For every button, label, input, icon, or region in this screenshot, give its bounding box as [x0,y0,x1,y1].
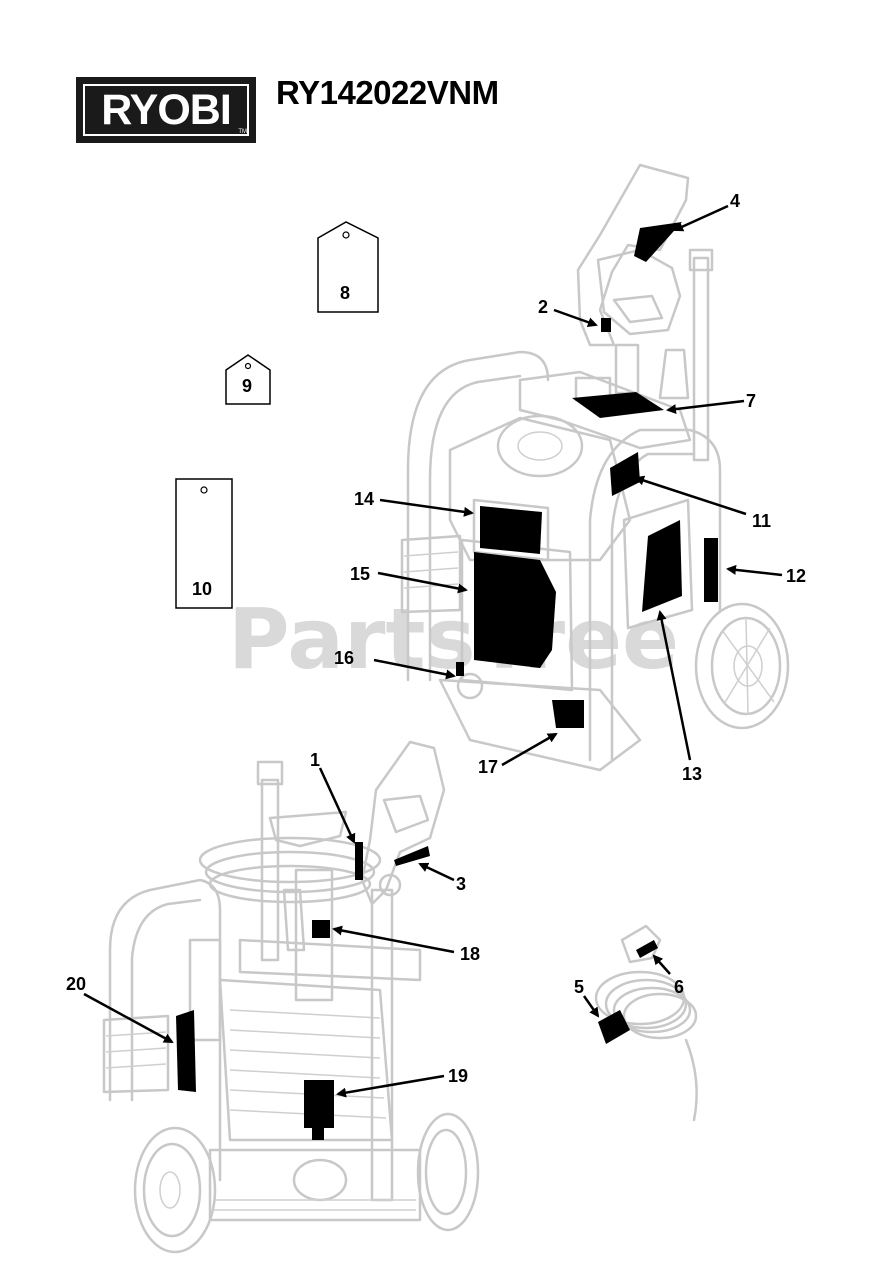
label-part-4 [634,222,682,262]
tag-8: 8 [317,221,379,313]
label-part-12 [704,538,718,602]
callout-19: 19 [448,1066,468,1086]
label-part-19 [304,1080,334,1140]
label-part-5 [598,1010,630,1044]
logo-frame: RYOBI [83,84,249,136]
arrow-3 [418,862,455,882]
arrow-7 [666,399,745,415]
callout-16: 16 [334,648,354,668]
arrow-19 [336,1074,445,1098]
pressure-washer-front-view [400,163,790,772]
callout-18: 18 [460,944,480,964]
label-part-11 [610,452,640,496]
callout-1: 1 [310,750,320,770]
arrow-17 [501,732,558,767]
tag-10: 10 [175,478,233,609]
arrow-18 [332,925,455,954]
arrow-2 [553,308,598,328]
arrow-6 [652,954,671,975]
tag-10-label: 10 [192,579,212,599]
pressure-washer-rear-view [102,740,480,1254]
logo-text: RYOBI [101,85,232,134]
power-cord-assembly [594,924,698,1122]
arrow-4 [673,204,729,232]
callout-5: 5 [574,977,584,997]
arrow-1 [318,767,356,844]
label-part-16 [456,662,464,676]
callout-14: 14 [354,489,374,509]
arrow-5 [582,995,600,1018]
label-part-2 [601,318,611,332]
model-number: RY142022VNM [276,74,499,111]
callout-2: 2 [538,297,548,317]
ryobi-logo: RYOBI TM [76,77,256,143]
callout-13: 13 [682,764,702,784]
callout-4: 4 [730,191,740,211]
tag-8-label: 8 [340,283,350,303]
label-part-20 [176,1010,196,1092]
label-part-18 [312,920,330,938]
callout-11: 11 [752,511,771,531]
arrow-15 [377,571,468,594]
callout-20: 20 [66,974,86,994]
label-part-1 [355,842,363,880]
arrow-14 [379,498,474,517]
label-part-14 [480,506,542,554]
label-part-6 [636,940,658,958]
callout-3: 3 [456,874,466,894]
label-part-3 [394,846,430,866]
tag-9: 9 [225,354,271,405]
arrow-13 [656,610,692,761]
arrow-16 [373,658,456,680]
label-part-17 [552,700,584,728]
callout-12: 12 [786,566,806,586]
callout-17: 17 [478,757,498,777]
label-part-7 [572,392,664,418]
arrow-12 [726,564,783,577]
callout-15: 15 [350,564,370,584]
callouts: 4 2 7 11 14 15 12 16 13 17 1 3 18 20 19 … [66,191,806,1098]
callout-7: 7 [746,391,756,411]
callout-6: 6 [674,977,684,997]
tag-9-label: 9 [242,376,252,396]
arrow-20 [83,992,174,1044]
arrow-11 [634,475,747,516]
logo-trademark: TM [238,129,247,135]
label-part-15 [474,552,556,668]
label-part-13 [642,520,682,612]
